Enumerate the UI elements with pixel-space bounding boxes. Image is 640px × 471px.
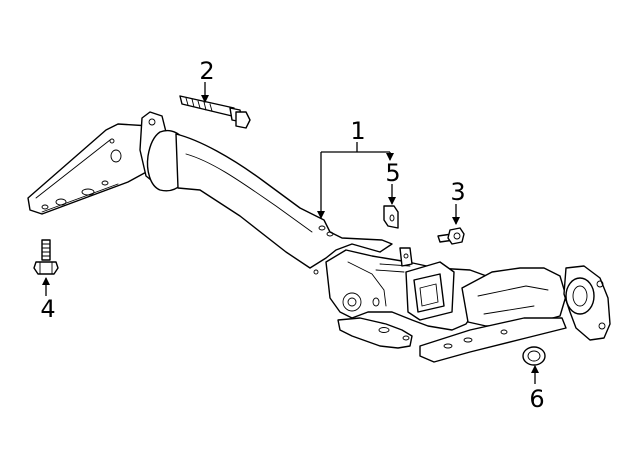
callout-5: 5 [385, 159, 400, 187]
callout-4: 4 [40, 295, 55, 323]
stud-bolt-part-4 [33, 239, 59, 275]
safety-chain-plate [337, 317, 413, 349]
long-bolt-part-2 [179, 95, 251, 129]
cross-tube [175, 133, 393, 269]
right-cross-tube [461, 267, 567, 327]
callout-6: 6 [529, 385, 544, 413]
lower-right-flange [419, 317, 567, 363]
callout-1: 1 [350, 117, 365, 145]
callout-labels: 1 2 3 4 5 6 [40, 57, 544, 413]
callout-2: 2 [199, 57, 214, 85]
leader-lines [42, 82, 539, 384]
nut-part-6 [522, 346, 546, 366]
small-bolt-part-3 [437, 227, 465, 245]
hitch-assembly [27, 111, 611, 363]
clip-part-5 [383, 205, 399, 229]
callout-3: 3 [450, 178, 465, 206]
